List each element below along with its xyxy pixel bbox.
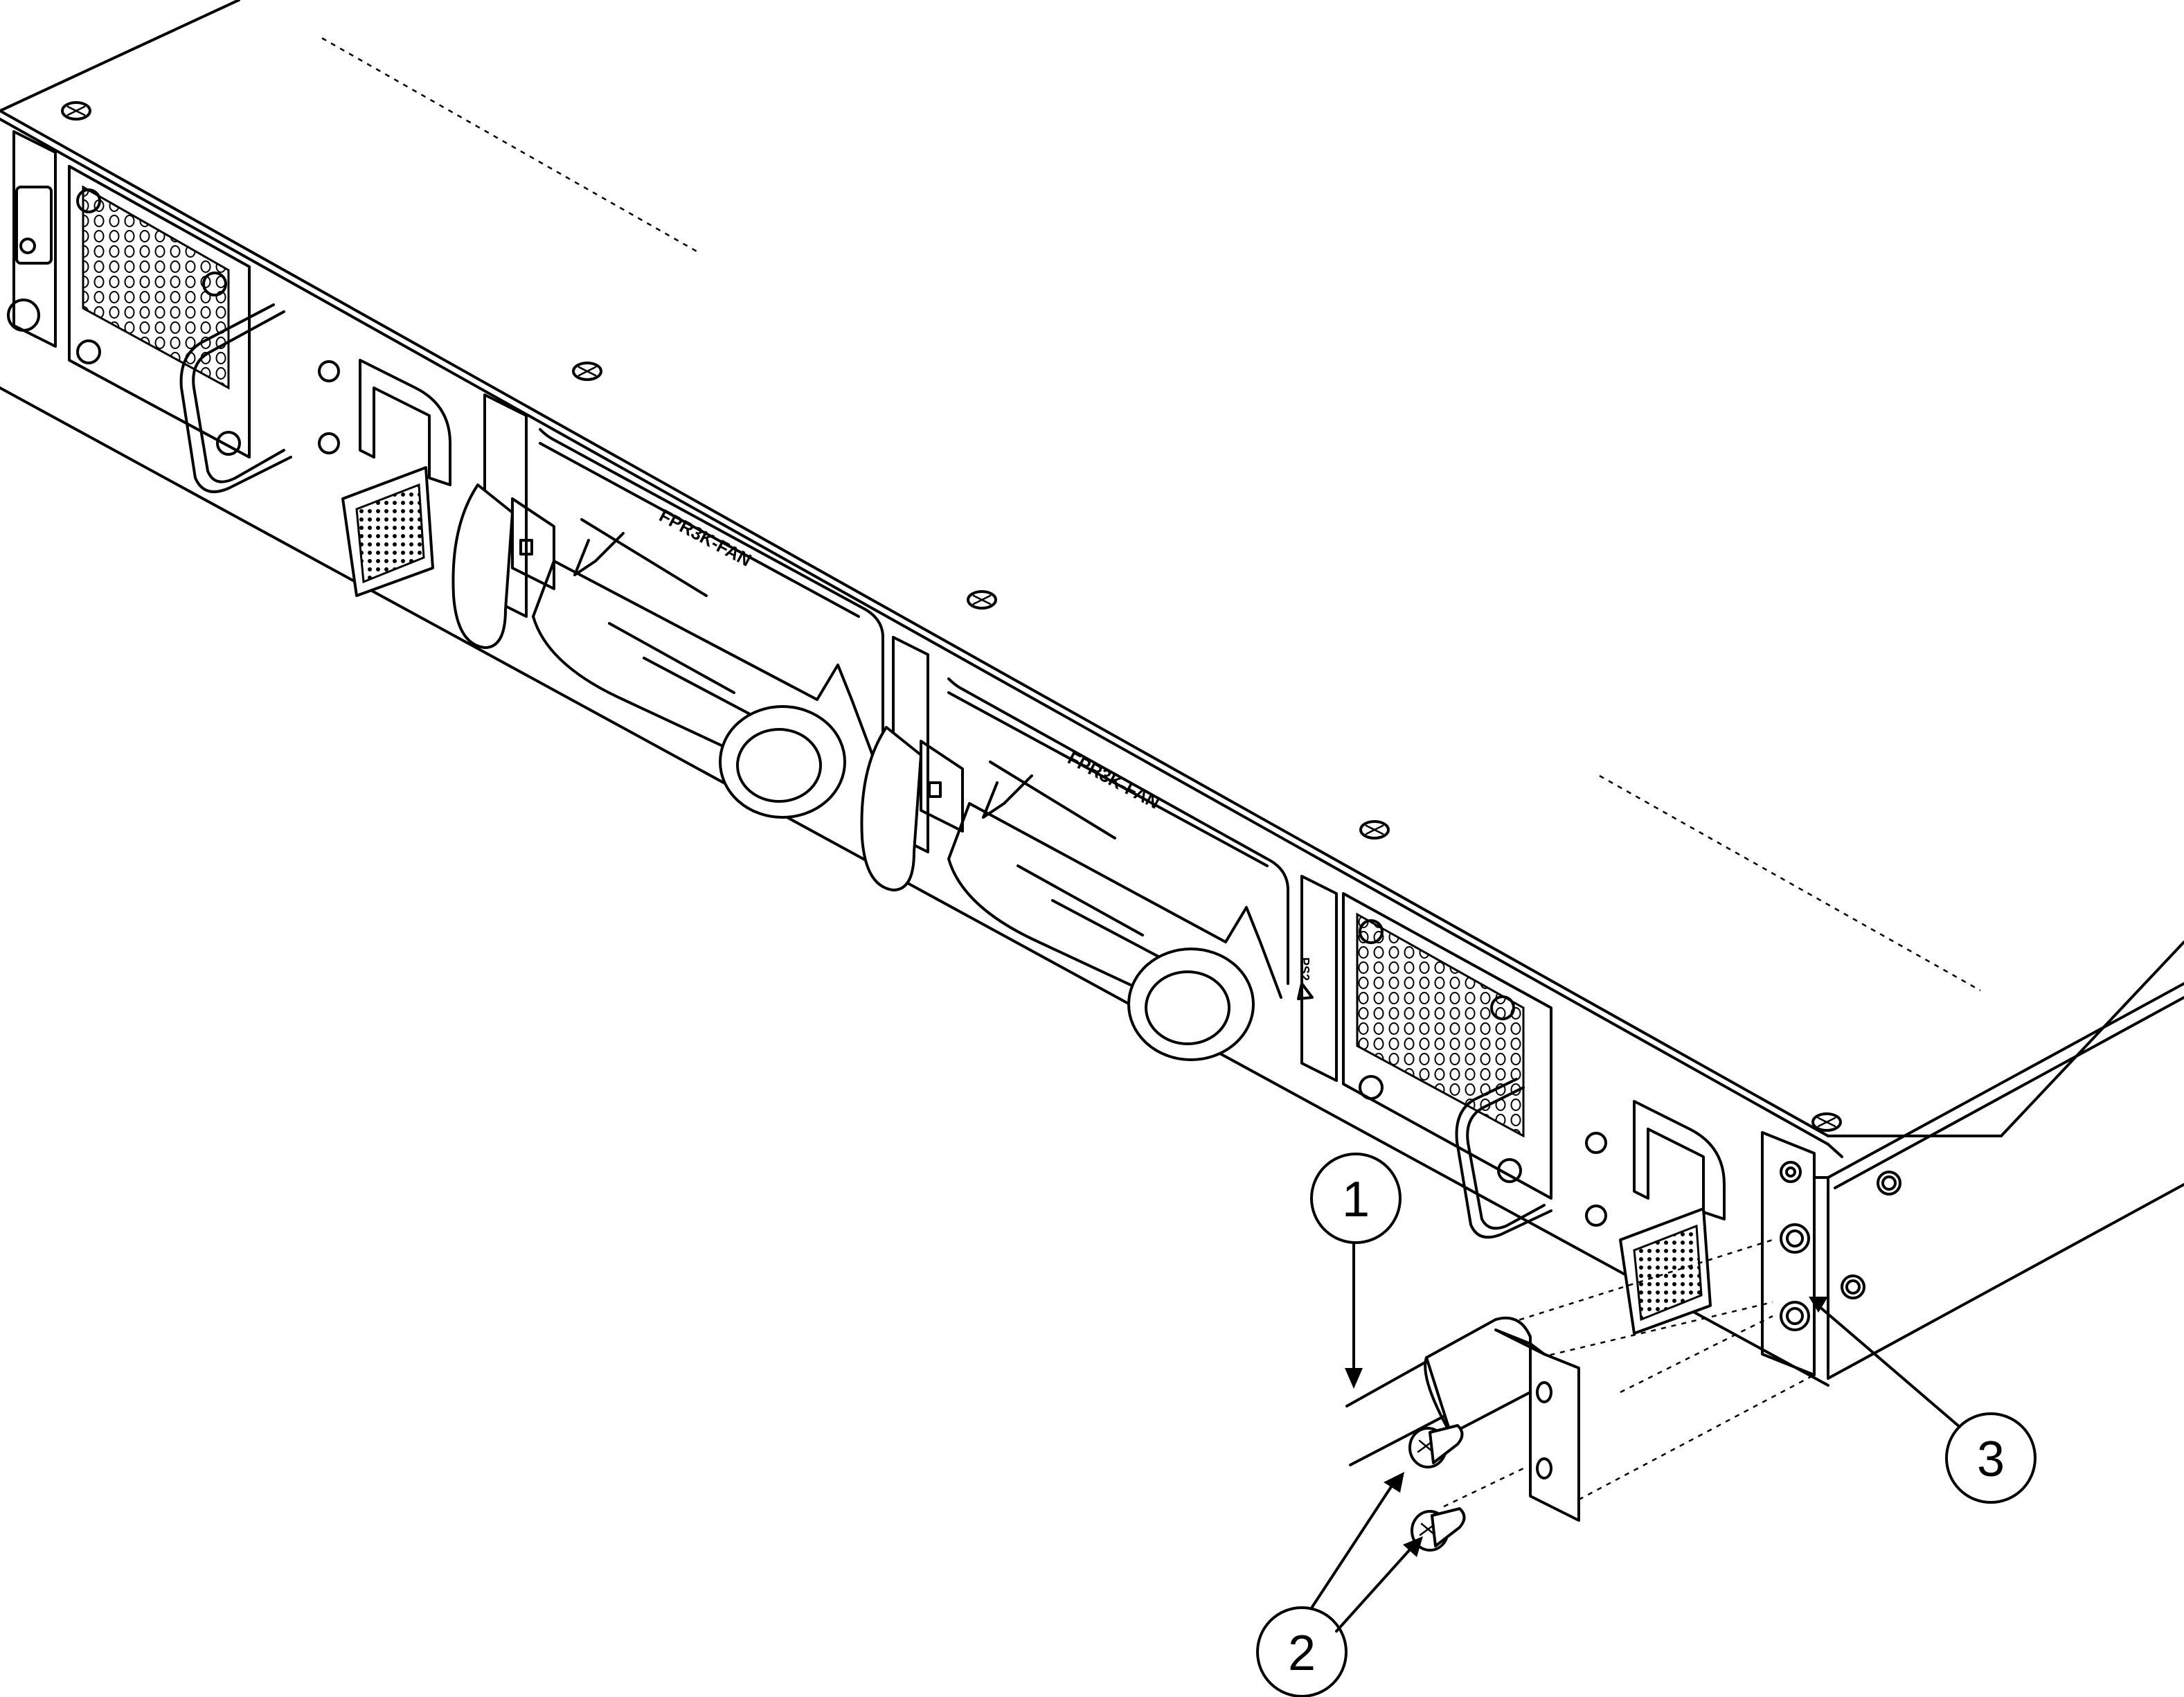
- screw-icon: [1359, 820, 1390, 839]
- fan-module-left: FPR3K-FAN: [451, 393, 884, 819]
- callout-1: 1: [1310, 1153, 1402, 1389]
- callout-3: 3: [1809, 1297, 2037, 1504]
- power-supply-left: [7, 130, 451, 597]
- svg-text:3: 3: [1977, 1432, 2005, 1487]
- fan-module-right: FPR3K-FAN PS2: [860, 636, 1314, 1061]
- handle-bracket: [1345, 1316, 1580, 1522]
- screw-icon: [572, 362, 602, 381]
- screw-icon: [1811, 1112, 1842, 1132]
- fan-module-label: FPR3K-FAN: [1064, 747, 1163, 813]
- svg-text:1: 1: [1342, 1172, 1370, 1227]
- callout-2: 2: [1256, 1472, 1423, 1697]
- screw-icon: [967, 590, 997, 610]
- screw-icon: [61, 101, 91, 121]
- svg-text:2: 2: [1288, 1626, 1316, 1681]
- chassis: [0, 0, 2184, 1387]
- mounting-holes: [1761, 1131, 1816, 1376]
- psu-mark-label: PS2: [1298, 957, 1312, 981]
- screw-upper: [1408, 1424, 1464, 1468]
- power-supply-right: [1300, 875, 1726, 1335]
